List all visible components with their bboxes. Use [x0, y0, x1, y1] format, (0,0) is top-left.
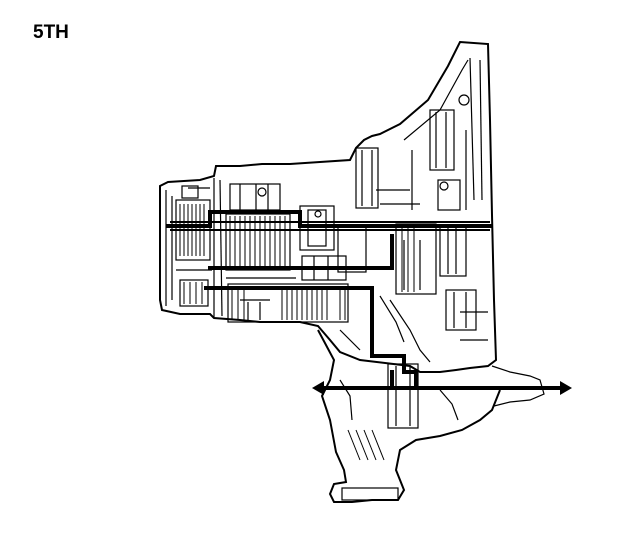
case-outline — [159, 40, 498, 373]
power-flow-path — [166, 210, 572, 395]
gear-cluster-middle-upper — [225, 183, 291, 271]
rear-case-internals — [379, 94, 477, 363]
gear-cluster-front — [175, 199, 211, 307]
mainshaft — [170, 221, 490, 231]
gear-cluster-middle-lower — [227, 283, 349, 323]
power-flow-transfer — [208, 234, 394, 270]
synchro-and-shift-forks — [299, 147, 379, 281]
detail-strokes — [176, 130, 488, 351]
power-flow-countershaft — [204, 286, 418, 390]
power-flow-input — [166, 210, 492, 228]
transmission-case — [159, 40, 498, 373]
output-arrow-right — [560, 381, 572, 395]
gear-label: 5TH — [33, 22, 69, 43]
output-arrow-left — [312, 381, 324, 395]
